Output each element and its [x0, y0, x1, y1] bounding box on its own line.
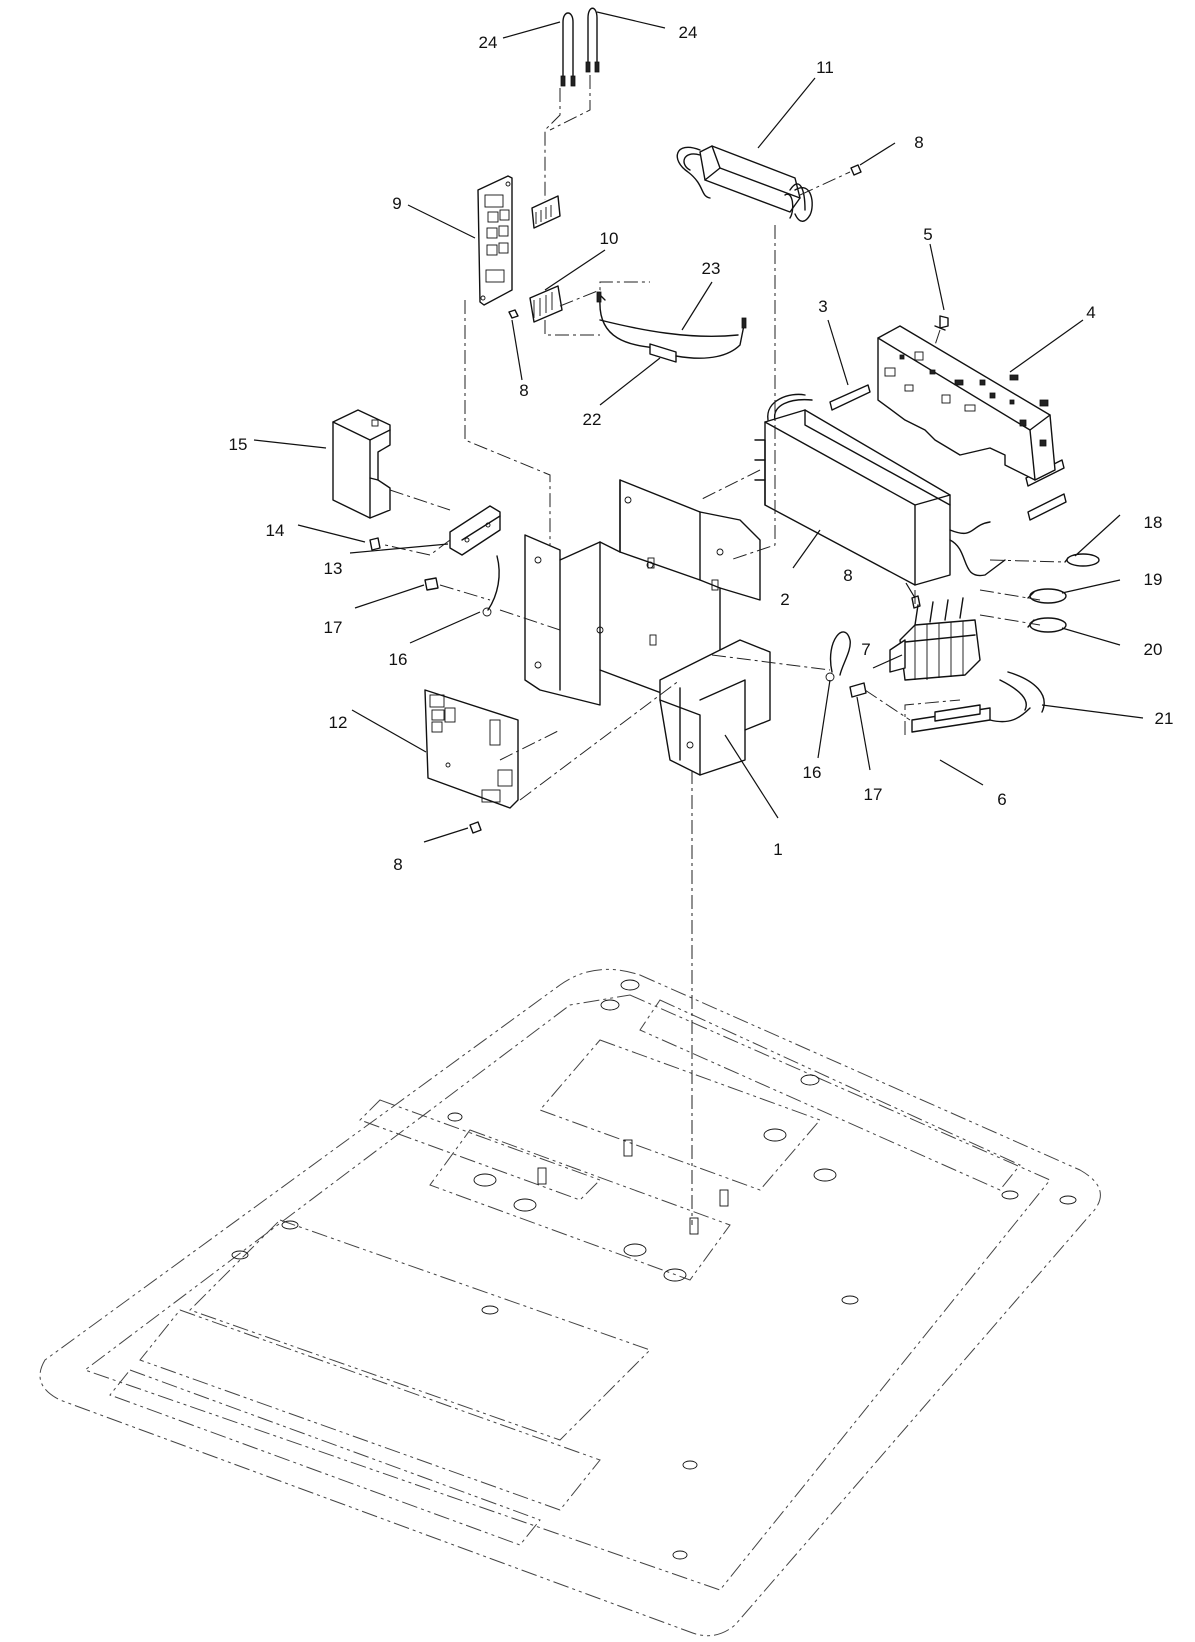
screw-8-pcb12: [469, 821, 482, 834]
callout-22: 22: [583, 410, 602, 429]
callout-19: 19: [1144, 570, 1163, 589]
transformer: [754, 393, 1006, 586]
screw-14: [369, 537, 381, 551]
label-plate-6: [904, 699, 991, 735]
screw-17-left: [424, 577, 439, 591]
callout-5: 5: [923, 225, 932, 244]
screw-8-top: [799, 164, 862, 196]
terminal-block-7: [889, 597, 981, 681]
main-bracket: [524, 479, 771, 776]
callout-23: 23: [702, 259, 721, 278]
callout-15: 15: [229, 435, 248, 454]
pcb-12: [424, 689, 519, 809]
callout-6: 6: [997, 790, 1006, 809]
screw-5: [934, 315, 949, 331]
ground-wire-16-right: [825, 631, 851, 682]
callout-3: 3: [818, 297, 827, 316]
plate-13: [449, 505, 501, 556]
callout-17-right: 17: [864, 785, 883, 804]
callout-21: 21: [1155, 709, 1174, 728]
callout-labels: 1 2 3 4 5 6 7 8 8 8 8 9 10 11 12 13 14 1…: [229, 23, 1174, 874]
control-pcb: [877, 325, 1056, 481]
jumper-wires: [544, 7, 600, 200]
relay-pcb: [477, 175, 513, 306]
wire-harness-21: [989, 671, 1045, 723]
callout-20: 20: [1144, 640, 1163, 659]
callout-2: 2: [780, 590, 789, 609]
connector-10: [529, 281, 650, 336]
callout-11: 11: [816, 58, 834, 77]
callout-12: 12: [329, 713, 348, 732]
leader-lines: [253, 11, 1144, 843]
screw-8-terminal: [911, 595, 921, 609]
callout-18: 18: [1144, 513, 1163, 532]
callout-16-left: 16: [389, 650, 408, 669]
fuse-wire: [596, 291, 747, 363]
callout-7: 7: [861, 640, 870, 659]
callout-1: 1: [773, 840, 782, 859]
screw-8-relay: [508, 309, 519, 319]
callout-8-pcb12: 8: [393, 855, 402, 874]
base-plate-phantom: [39, 968, 1101, 1637]
callout-4: 4: [1086, 303, 1095, 322]
callout-14: 14: [266, 521, 285, 540]
ground-wire-16-left: [482, 555, 500, 617]
callout-8-fuse: 8: [914, 133, 923, 152]
callout-24-left: 24: [479, 33, 498, 52]
callout-13: 13: [324, 559, 343, 578]
callout-16-right: 16: [803, 763, 822, 782]
callout-9: 9: [392, 194, 401, 213]
callout-24-right: 24: [679, 23, 698, 42]
callout-17-left: 17: [324, 618, 343, 637]
callout-10: 10: [600, 229, 619, 248]
callout-8-relay: 8: [519, 381, 528, 400]
callout-8-terminal: 8: [843, 566, 852, 585]
connector-upper: [531, 195, 561, 229]
screw-17-right: [849, 682, 867, 698]
cover-block-15: [332, 409, 391, 519]
fuse-holder: [676, 145, 813, 222]
